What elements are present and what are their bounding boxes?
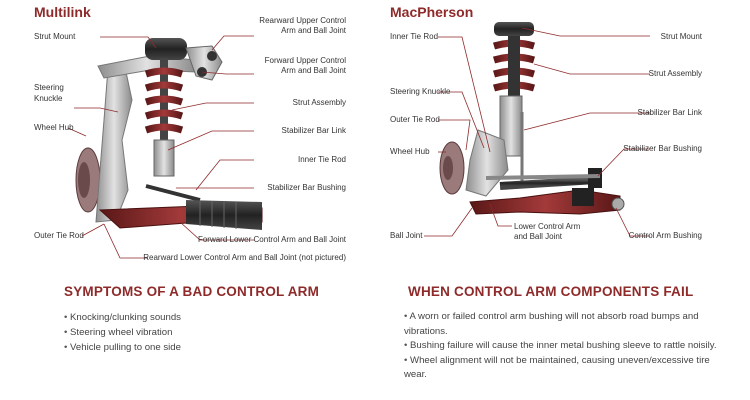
label-rearward-lower-arm: Rearward Lower Control Arm and Ball Join…: [143, 253, 346, 262]
symptom-item: Vehicle pulling to one side: [64, 340, 181, 355]
label-rearward-upper-line1: Rearward Upper Control: [259, 16, 346, 25]
label-steering-knuckle-line1: Steering: [34, 83, 64, 92]
label-wheel-hub-right: Wheel Hub: [390, 147, 430, 156]
label-forward-upper-line1: Forward Upper Control: [264, 56, 346, 65]
label-forward-upper-line2: Arm and Ball Joint: [281, 66, 346, 75]
failures-heading: WHEN CONTROL ARM COMPONENTS FAIL: [408, 284, 694, 299]
label-stabilizer-bushing-right: Stabilizer Bar Bushing: [623, 144, 702, 153]
label-stabilizer-link-right: Stabilizer Bar Link: [637, 108, 702, 117]
label-stabilizer-bar-link: Stabilizer Bar Link: [281, 126, 346, 135]
label-strut-mount-right: Strut Mount: [660, 32, 702, 41]
label-steering-knuckle-right: Steering Knuckle: [390, 87, 451, 96]
label-lower-arm-line2: and Ball Joint: [514, 232, 563, 241]
label-strut-assembly: Strut Assembly: [292, 98, 346, 107]
macpherson-title: MacPherson: [390, 4, 474, 20]
macpherson-illustration: [439, 22, 625, 215]
symptoms-list: Knocking/clunking sounds Steering wheel …: [64, 310, 181, 355]
symptom-item: Knocking/clunking sounds: [64, 310, 181, 325]
label-strut-mount: Strut Mount: [34, 32, 76, 41]
failure-item: Wheel alignment will not be maintained, …: [404, 354, 734, 383]
label-stabilizer-bar-bushing: Stabilizer Bar Bushing: [267, 183, 346, 192]
label-inner-tie-rod-right: Inner Tie Rod: [390, 32, 439, 41]
label-outer-tie-rod-right: Outer Tie Rod: [390, 115, 440, 124]
label-rearward-upper-line2: Arm and Ball Joint: [281, 26, 346, 35]
failure-item: A worn or failed control arm bushing wil…: [404, 310, 734, 339]
label-strut-assembly-right: Strut Assembly: [648, 69, 702, 78]
label-wheel-hub: Wheel Hub: [34, 123, 74, 132]
label-outer-tie-rod: Outer Tie Rod: [34, 231, 84, 240]
label-forward-lower-arm: Forward Lower Control Arm and Ball Joint: [197, 235, 346, 244]
symptoms-heading: SYMPTOMS OF A BAD CONTROL ARM: [64, 284, 320, 299]
failures-list: A worn or failed control arm bushing wil…: [404, 310, 734, 383]
label-ball-joint: Ball Joint: [390, 231, 423, 240]
multilink-illustration: [75, 38, 263, 230]
multilink-title: Multilink: [34, 4, 91, 20]
label-steering-knuckle-line2: Knuckle: [34, 94, 63, 103]
label-control-arm-bushing: Control Arm Bushing: [628, 231, 702, 240]
failure-item: Bushing failure will cause the inner met…: [404, 339, 734, 354]
leader-lines: [67, 27, 650, 259]
label-lower-arm-line1: Lower Control Arm: [514, 222, 581, 231]
label-inner-tie-rod: Inner Tie Rod: [297, 155, 346, 164]
symptom-item: Steering wheel vibration: [64, 325, 181, 340]
